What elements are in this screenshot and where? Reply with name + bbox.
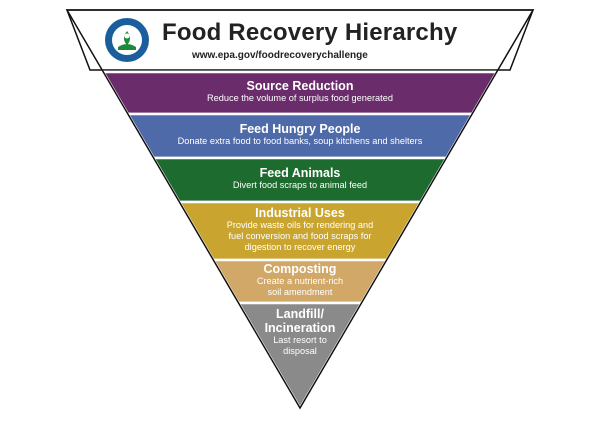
tier-title: Composting [263, 262, 337, 276]
tier-description-line: digestion to recover energy [244, 242, 356, 252]
pyramid-outline [65, 9, 535, 410]
tier-title: Industrial Uses [255, 206, 345, 220]
tier-description-line: Donate extra food to food banks, soup ki… [177, 136, 423, 146]
epa-url-text: www.epa.gov/foodrecoverychallenge [192, 50, 368, 61]
tier-description-line: fuel conversion and food scraps for [228, 231, 372, 241]
tier-title: Feed Animals [259, 166, 341, 180]
tier-description-line: Provide waste oils for rendering and [226, 220, 374, 230]
tier-title: Landfill/ [276, 307, 324, 321]
epa-seal-icon [105, 18, 149, 62]
tier-description-line: Divert food scraps to animal feed [232, 180, 368, 190]
tier-title: Source Reduction [246, 79, 354, 93]
tier-description-line: disposal [283, 346, 317, 356]
tier-description-line: Reduce the volume of surplus food genera… [207, 93, 393, 103]
tier-description-line: Last resort to [273, 335, 327, 345]
tier-description-line: Create a nutrient-rich [256, 276, 344, 286]
page-title: Food Recovery Hierarchy [162, 19, 458, 46]
tier-description-line: soil amendment [267, 287, 333, 297]
tier-title: Feed Hungry People [239, 122, 361, 136]
tier-title-line-2: Incineration [264, 321, 336, 335]
